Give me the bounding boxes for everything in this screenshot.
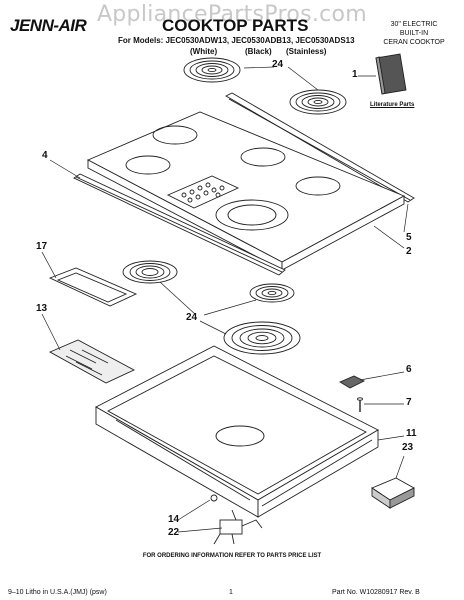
callout-5: 5 [406, 232, 412, 243]
page-title: COOKTOP PARTS [162, 16, 309, 35]
terminal-block [210, 494, 263, 545]
rear-trim-strip [225, 92, 415, 203]
junction-box [371, 477, 415, 509]
callout-23: 23 [402, 442, 414, 453]
brand-logo: JENN-AIR [10, 16, 87, 35]
part-number: Part No. W10280917 Rev. B [332, 589, 420, 596]
callout-2: 2 [406, 246, 412, 257]
front-trim-strip [73, 173, 286, 276]
literature-parts-label: Literature Parts [370, 102, 415, 108]
glass-cooktop [86, 111, 406, 271]
product-desc-line: 30" ELECTRIC [390, 21, 438, 28]
callout-24-middle: 24 [186, 312, 198, 323]
variant-stainless: (Stainless) [286, 47, 327, 56]
variant-white: (White) [190, 47, 218, 56]
callout-7: 7 [406, 397, 412, 408]
models-line: For Models: JEC0530ADW13, JEC0530ADB13, … [118, 36, 355, 45]
surface-element-lower-middle [249, 283, 295, 303]
callout-1: 1 [352, 69, 358, 80]
litho-info: 9–10 Litho in U.S.A.(JMJ) (psw) [8, 589, 107, 596]
surface-element-large [223, 321, 301, 355]
element-frame [48, 267, 138, 307]
product-description: 30" ELECTRIC BUILT-IN CERAN COOKTOP [368, 20, 460, 47]
surface-element-top-right [289, 89, 347, 115]
callout-11: 11 [406, 428, 417, 439]
burner-box [95, 345, 379, 518]
product-desc-line: CERAN COOKTOP [383, 39, 445, 46]
surface-element-top-left [183, 57, 241, 83]
callout-24-top: 24 [272, 59, 284, 70]
surface-element-lower-left [122, 260, 178, 284]
watermark: AppliancePartsPros.com [96, 2, 368, 27]
callout-4: 4 [42, 150, 48, 161]
callout-13: 13 [36, 303, 48, 314]
mounting-bracket [339, 375, 366, 389]
callout-14: 14 [168, 514, 180, 525]
literature-booklet-illustration [375, 53, 407, 95]
callout-6: 6 [406, 364, 412, 375]
product-desc-line: BUILT-IN [399, 30, 429, 37]
insulation-plate [48, 339, 136, 384]
screw [357, 397, 363, 412]
variant-black: (Black) [245, 47, 272, 56]
callout-17: 17 [36, 241, 48, 252]
page-number: 1 [229, 589, 233, 596]
callout-22: 22 [168, 527, 180, 538]
ordering-note: FOR ORDERING INFORMATION REFER TO PARTS … [142, 553, 322, 559]
